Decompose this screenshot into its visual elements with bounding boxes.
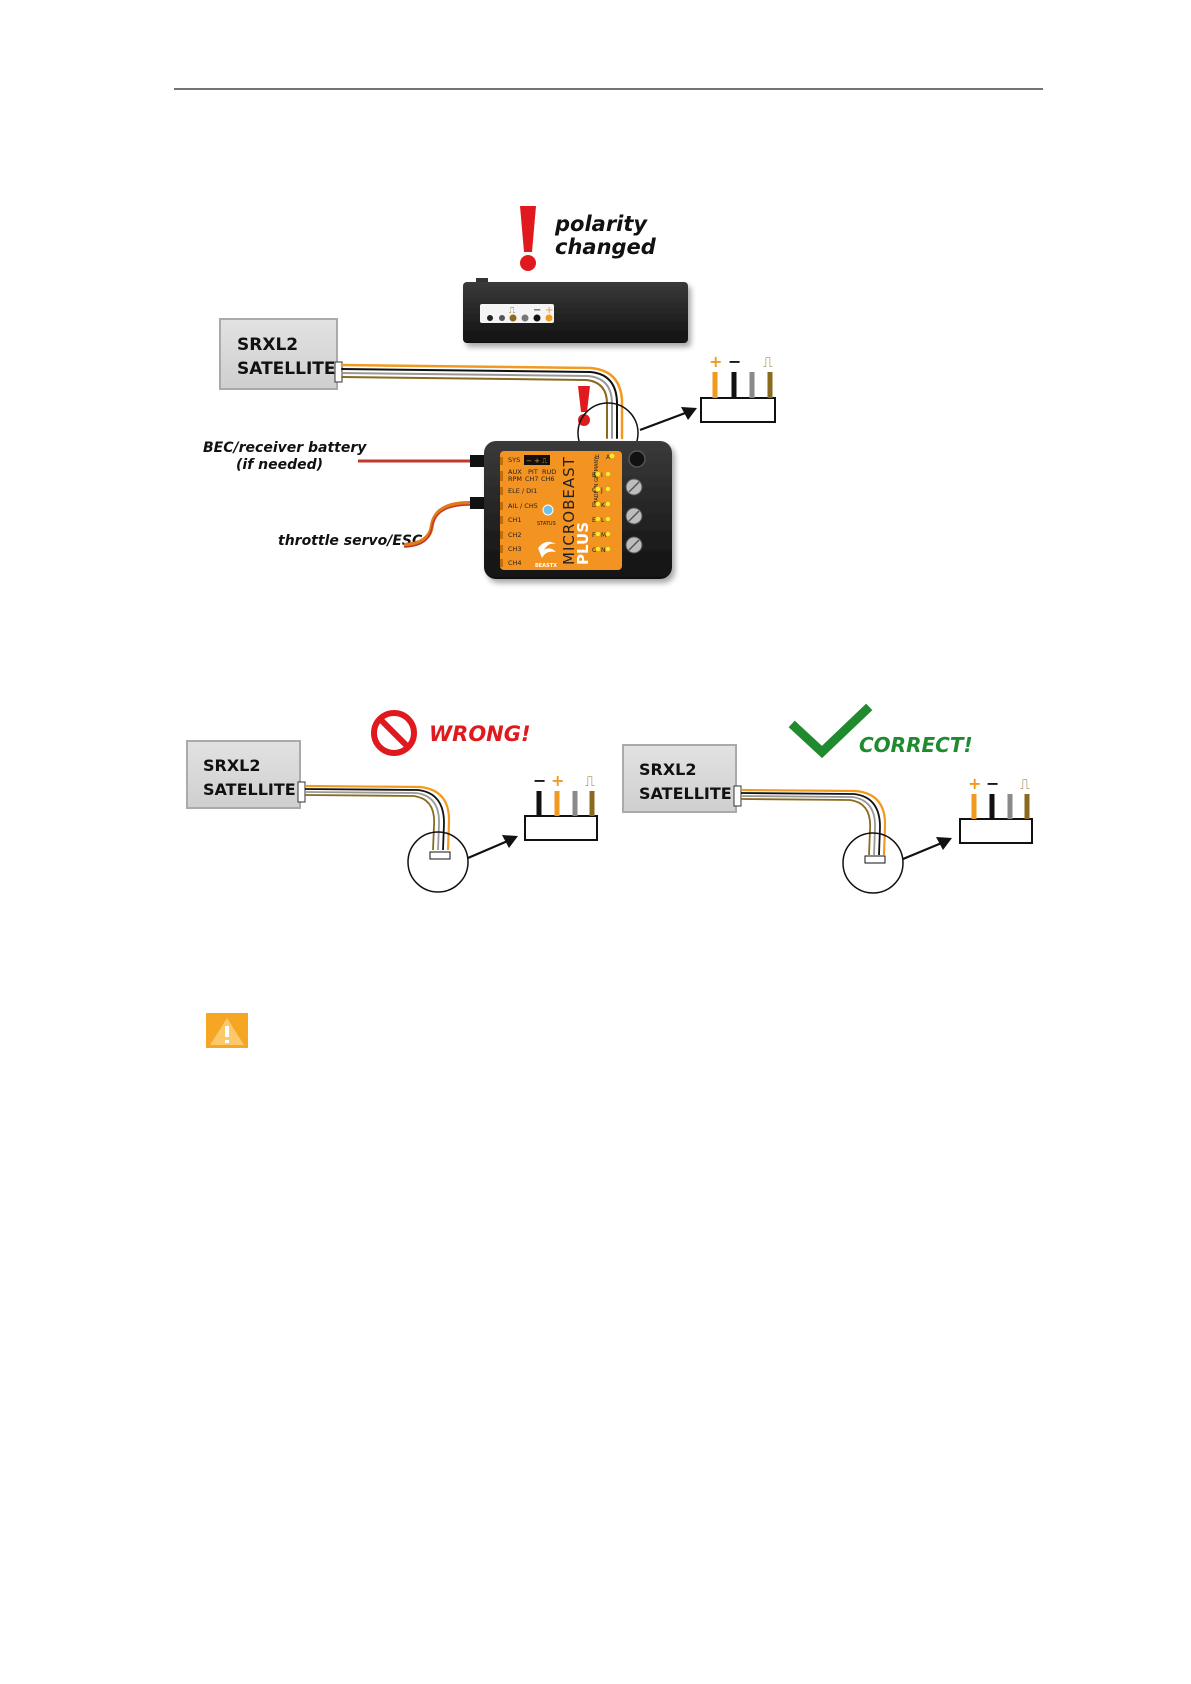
prohibited-icon [371,710,417,756]
throttle-plug [470,497,484,509]
bec-label-line1: BEC/receiver battery [203,440,367,456]
led-letter-l: L [601,517,605,524]
beastx-logo-icon: BEASTX [535,541,557,569]
port-ch3: CH3 [508,545,522,553]
zoom-circle-correct [842,832,904,894]
led-letter-n: N [601,547,606,554]
wrong-pin-plus: + [551,771,564,790]
port-ch1: CH1 [508,516,522,524]
satellite-wrong-line1: SRXL2 [203,756,261,775]
polarity-note-line2: changed [555,235,657,259]
wire-bundle-wrong [304,784,451,851]
satellite-label-line1: SRXL2 [237,335,298,355]
correct-diagram: CORRECT! SRXL2 SATELLITE + − ⎍ [622,703,1033,894]
exclamation-icon [520,206,536,271]
throttle-label: throttle servo/ESC [278,533,423,549]
connector-top: + − ⎍ [700,352,776,423]
made-in-label: MADE IN GERMANY [594,456,600,505]
trim-pots [625,478,643,554]
status-label: STATUS [537,521,556,527]
port-rud: RUD [542,468,556,476]
sys-pin-symbols: − + ⎍ [526,457,547,465]
receiver-box: ⎍ − + [463,278,688,343]
led-letter-m: M [601,532,606,539]
wrong-diagram: WRONG! SRXL2 SATELLITE − + ⎍ [186,710,598,893]
led-letter-j: J [600,487,603,494]
checkmark-icon [788,703,873,759]
top-diagram: polarity changed ⎍ − + SRXL2 SATELLITE [203,206,776,579]
port-ch6: CH6 [541,475,555,483]
device-button [628,450,646,468]
port-ch7: CH7 [525,475,539,483]
port-sys: SYS [508,456,520,464]
warning-icon [206,1013,248,1048]
svg-text:+: + [545,305,553,316]
port-ch2: CH2 [508,531,522,539]
correct-label: CORRECT! [859,733,973,757]
correct-pin-minus: − [986,774,999,793]
satellite-box-correct: SRXL2 SATELLITE [622,744,742,813]
pin-symbol-minus: − [728,352,741,371]
correct-pin-plus: + [968,774,981,793]
wire-bundle-correct [740,788,887,856]
arrow-correct [902,837,952,861]
led-letter-k: K [601,502,606,509]
port-rpm: RPM [508,475,522,483]
led-letter-h: H [595,454,600,461]
port-pit: PIT [528,468,538,476]
led-letter-a: A [606,454,611,461]
port-ail: AIL / CH5 [508,502,538,510]
wire-bundle-top [340,363,624,440]
arrow-top [639,407,697,432]
bec-label-line2: (if needed) [236,457,323,473]
satellite-box-top: SRXL2 SATELLITE [219,318,343,390]
led-letter-i: I [601,472,603,479]
port-aux: AUX [508,468,522,476]
maker-label: BEASTX [535,563,557,569]
status-led [542,504,554,516]
satellite-correct-line2: SATELLITE [639,784,732,803]
satellite-wrong-line2: SATELLITE [203,780,296,799]
satellite-label-line2: SATELLITE [237,359,336,379]
led-letter-b: B [592,472,596,479]
brand-line2: PLUS [574,522,592,565]
svg-text:−: − [533,305,541,316]
satellite-correct-line1: SRXL2 [639,760,697,779]
pin-symbol-plus: + [709,352,722,371]
zoom-circle-wrong [407,831,469,893]
brand-line1: MICROBEAST [560,456,578,565]
connector-correct: + − ⎍ [959,774,1033,844]
microbeast-device: SYS AUX RPM PIT CH7 RUD CH6 ELE / DI1 AI… [484,441,672,579]
led-letter-f: F [592,532,596,539]
wrong-pin-minus: − [533,771,546,790]
port-ch4: CH4 [508,559,522,567]
connector-wrong: − + ⎍ [524,771,598,841]
arrow-wrong [467,835,518,860]
port-ele: ELE / DI1 [508,487,537,495]
satellite-box-wrong: SRXL2 SATELLITE [186,740,306,809]
led-letter-d: D [592,502,597,509]
led-letter-e: E [592,517,596,524]
wrong-pin-signal: ⎍ [585,774,595,790]
correct-pin-signal: ⎍ [1020,777,1030,793]
polarity-note-line1: polarity [554,212,648,236]
pin-symbol-signal: ⎍ [763,355,773,371]
exclamation-small-icon [578,386,590,426]
wrong-label: WRONG! [429,722,531,746]
svg-text:⎍: ⎍ [509,306,516,316]
led-letter-g: G [592,547,597,554]
led-letter-c: C [592,487,596,494]
bec-plug [470,455,484,467]
